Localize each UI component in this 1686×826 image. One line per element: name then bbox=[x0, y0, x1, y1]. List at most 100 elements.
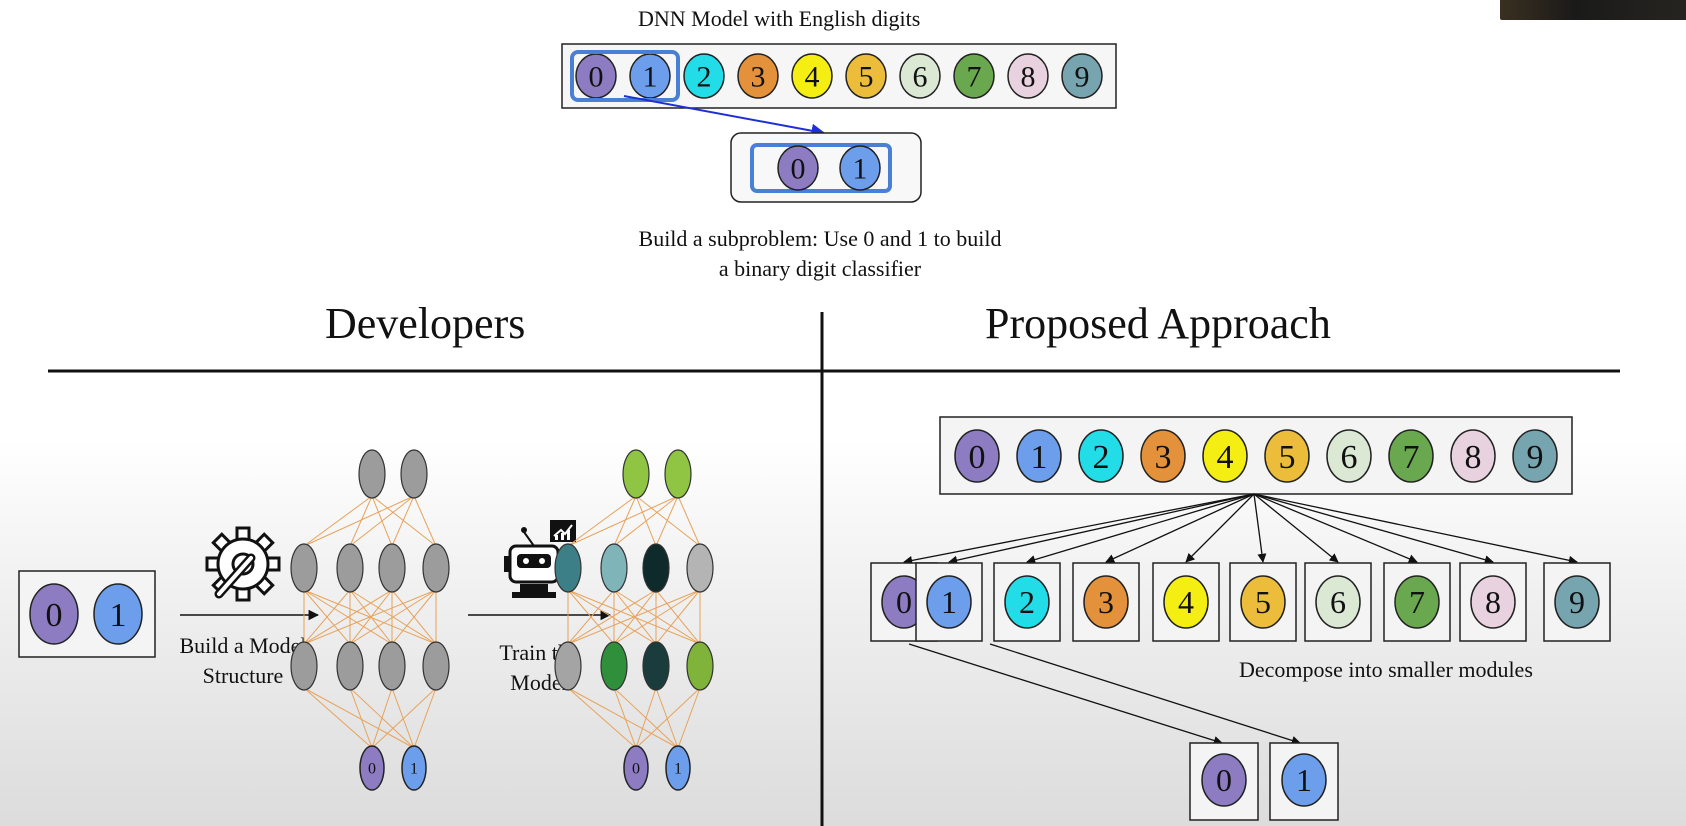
svg-text:8: 8 bbox=[1465, 439, 1482, 476]
digit-1-circle: 1 bbox=[665, 745, 691, 791]
decompose-arrows bbox=[903, 493, 1578, 565]
digit-8-circle: 8 bbox=[1450, 429, 1496, 483]
subproblem-arrow bbox=[623, 95, 826, 138]
digit-8-circle: 8 bbox=[1470, 575, 1516, 629]
digit-4-circle: 4 bbox=[1163, 575, 1209, 629]
svg-text:3: 3 bbox=[1155, 439, 1172, 476]
digit-1-circle: 1 bbox=[629, 53, 671, 99]
gear-wrench-icon bbox=[205, 526, 281, 602]
neuron bbox=[664, 449, 692, 499]
digit-7-circle: 7 bbox=[1388, 429, 1434, 483]
top-highlight-box bbox=[570, 50, 680, 102]
build-structure-label-line1: Build a Model bbox=[179, 633, 307, 658]
svg-text:5: 5 bbox=[859, 61, 874, 94]
svg-text:2: 2 bbox=[697, 61, 712, 94]
decompose-arrow bbox=[1105, 493, 1255, 563]
digit-0-circle: 0 bbox=[29, 583, 79, 645]
svg-text:0: 0 bbox=[791, 153, 806, 186]
neuron bbox=[400, 449, 428, 499]
svg-text:7: 7 bbox=[967, 61, 982, 94]
digit-6-circle: 6 bbox=[1315, 575, 1361, 629]
decompose-arrow bbox=[1253, 493, 1578, 565]
developers-heading: Developers bbox=[325, 299, 526, 348]
digit-7-circle: 7 bbox=[953, 53, 995, 99]
svg-text:1: 1 bbox=[643, 61, 658, 94]
digit-9-circle: 9 bbox=[1061, 53, 1103, 99]
digit-8-circle: 8 bbox=[1007, 53, 1049, 99]
digit-1-circle: 1 bbox=[926, 575, 972, 629]
neuron bbox=[336, 641, 364, 691]
neuron bbox=[686, 543, 714, 593]
neuron bbox=[600, 641, 628, 691]
neuron bbox=[642, 641, 670, 691]
svg-text:0: 0 bbox=[46, 597, 63, 634]
decompose-caption: Decompose into smaller modules bbox=[1239, 657, 1533, 682]
neuron bbox=[378, 641, 406, 691]
digit-5-circle: 5 bbox=[1264, 429, 1310, 483]
robot-chart-icon bbox=[504, 520, 576, 598]
neuron bbox=[686, 641, 714, 691]
digit-3-circle: 3 bbox=[1083, 575, 1129, 629]
svg-text:0: 0 bbox=[896, 584, 912, 620]
neuron bbox=[422, 543, 450, 593]
neuron bbox=[422, 641, 450, 691]
digit-1-circle: 1 bbox=[93, 583, 143, 645]
svg-text:0: 0 bbox=[589, 61, 604, 94]
svg-text:0: 0 bbox=[1216, 762, 1232, 798]
digit-0-circle: 0 bbox=[623, 745, 649, 791]
svg-text:1: 1 bbox=[1296, 762, 1312, 798]
neuron bbox=[622, 449, 650, 499]
digit-1-circle: 1 bbox=[401, 745, 427, 791]
svg-text:9: 9 bbox=[1075, 61, 1090, 94]
decompose-arrow bbox=[1253, 493, 1339, 563]
decompose-arrow bbox=[1185, 493, 1255, 563]
digit-9-circle: 9 bbox=[1554, 575, 1600, 629]
svg-text:1: 1 bbox=[110, 597, 127, 634]
digit-1-circle: 1 bbox=[1281, 753, 1327, 807]
svg-text:6: 6 bbox=[1341, 439, 1358, 476]
network-edges bbox=[303, 495, 437, 749]
subproblem-caption-line2: a binary digit classifier bbox=[718, 256, 922, 281]
digit-1-circle: 1 bbox=[839, 145, 881, 191]
digit-6-circle: 6 bbox=[899, 53, 941, 99]
svg-text:1: 1 bbox=[1031, 439, 1048, 476]
neuron bbox=[642, 543, 670, 593]
svg-text:7: 7 bbox=[1403, 439, 1420, 476]
svg-text:5: 5 bbox=[1279, 439, 1296, 476]
digit-5-circle: 5 bbox=[1240, 575, 1286, 629]
svg-text:7: 7 bbox=[1409, 584, 1425, 620]
svg-text:1: 1 bbox=[674, 761, 682, 778]
proposed-approach-heading: Proposed Approach bbox=[985, 299, 1331, 348]
neuron bbox=[358, 449, 386, 499]
digit-2-circle: 2 bbox=[1004, 575, 1050, 629]
digit-7-circle: 7 bbox=[1394, 575, 1440, 629]
digit-6-circle: 6 bbox=[1326, 429, 1372, 483]
subproblem-highlight-box bbox=[750, 143, 892, 193]
svg-text:8: 8 bbox=[1485, 584, 1501, 620]
svg-text:1: 1 bbox=[941, 584, 957, 620]
svg-text:0: 0 bbox=[368, 761, 376, 778]
svg-text:3: 3 bbox=[1098, 584, 1114, 620]
build-structure-label-line2: Structure bbox=[202, 663, 284, 688]
digit-3-circle: 3 bbox=[737, 53, 779, 99]
svg-text:0: 0 bbox=[969, 439, 986, 476]
digit-0-circle: 0 bbox=[1201, 753, 1247, 807]
svg-text:1: 1 bbox=[410, 761, 418, 778]
digit-3-circle: 3 bbox=[1140, 429, 1186, 483]
svg-text:2: 2 bbox=[1019, 584, 1035, 620]
svg-text:9: 9 bbox=[1527, 439, 1544, 476]
subproblem-caption-line1: Build a subproblem: Use 0 and 1 to build bbox=[638, 226, 1002, 251]
combine-arrow-1 bbox=[989, 643, 1301, 745]
svg-text:6: 6 bbox=[1330, 584, 1346, 620]
svg-text:1: 1 bbox=[853, 153, 868, 186]
neuron bbox=[378, 543, 406, 593]
neuron bbox=[290, 543, 318, 593]
decompose-arrow bbox=[1253, 493, 1267, 563]
